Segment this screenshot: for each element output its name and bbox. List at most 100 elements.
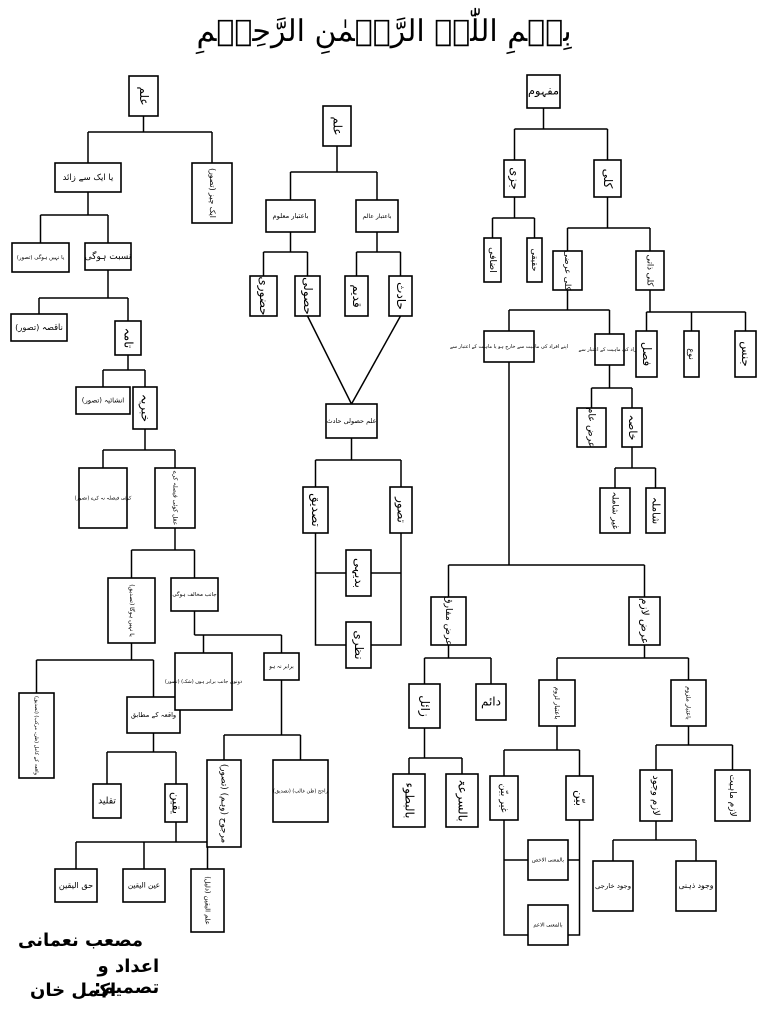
node-label: انشائیہ (تصور) <box>82 397 125 405</box>
node-label: باعتبار لزوم <box>553 687 561 720</box>
node-label: حضوری <box>256 276 271 315</box>
node-jaanib-mukhalif: جانب مخالف ہوگی <box>170 577 219 612</box>
node-label: کلی <box>601 169 615 189</box>
node-label: جزی <box>507 167 522 190</box>
node-label: فصل <box>640 342 654 366</box>
node-marjooh: مرجوح (وہم) (تصور) <box>206 759 242 848</box>
connector-line <box>314 533 346 646</box>
node-box <box>475 683 507 721</box>
node-label: تصدیق <box>308 493 323 526</box>
node-jins: جنس <box>734 330 757 378</box>
node-box <box>593 159 622 198</box>
node-ain-ul-yaqeen: عین الیقین <box>122 868 166 903</box>
node-box <box>489 775 519 821</box>
node-box <box>645 487 666 534</box>
node-label: حق الیقین <box>59 880 93 890</box>
node-label: زائل <box>417 695 432 717</box>
node-label: اپنے افراد کی ماہیت سے خارج ہو یا ماہیت … <box>450 344 568 350</box>
node-label: عرض عام <box>586 407 597 447</box>
node-box <box>355 199 399 233</box>
node-box <box>389 486 413 534</box>
node-box <box>527 839 569 881</box>
connector-line <box>503 820 528 936</box>
node-label: یا نہیں ہوگا (تصدیق) <box>128 584 136 637</box>
node-box <box>122 868 166 903</box>
node-box <box>132 386 158 430</box>
node-label: راجح (ظن غالب) (تصدیق) <box>273 789 329 795</box>
node-nisbat: نسبت ہوگی <box>84 242 132 271</box>
node-label: واقعہ کے مطابق <box>131 711 176 719</box>
node-kulli: کلی <box>593 159 622 198</box>
node-apne-fard: اپنے افراد کی ماہیت سے خارج ہو یا ماہیت … <box>450 330 568 363</box>
node-label: غیر شاملہ <box>610 492 620 530</box>
node-label: نوع <box>687 348 697 360</box>
node-box <box>345 549 372 597</box>
node-tasdeeq: تصدیق <box>302 486 329 534</box>
node-label: دونوں جانب برابر ہوں (شک) (تصور) <box>165 679 242 685</box>
node-bil-sura: بالسرعۃ <box>445 773 479 828</box>
node-box <box>54 162 122 193</box>
node-box <box>249 275 278 317</box>
node-label: بالمعنی الاخص <box>532 858 565 864</box>
node-label: یا نہیں ہوگی (تصور) <box>17 254 65 261</box>
node-box <box>445 773 479 828</box>
node-box <box>114 320 142 356</box>
node-box <box>576 407 607 448</box>
node-zail: زائل <box>408 683 441 729</box>
node-inshaiya: انشائیہ (تصور) <box>75 386 131 415</box>
node-box <box>392 773 426 828</box>
node-box <box>345 621 372 669</box>
node-arz-lazim: عرض لازم <box>628 596 661 646</box>
node-label: علم <box>137 86 151 105</box>
node-label: نظری <box>351 630 366 659</box>
node-box <box>483 237 502 283</box>
node-bil-mana-akhass: بالمعنی الاخص <box>527 839 569 881</box>
node-box <box>408 683 441 729</box>
node-box <box>75 386 131 415</box>
node-box <box>294 275 321 317</box>
node-waqia-mutabiq: واقعہ کے مطابق <box>126 696 181 734</box>
node-box <box>11 242 70 273</box>
node-haqeeqi: حقیقی <box>526 237 543 283</box>
node-label: کلی ذاتی <box>646 255 656 287</box>
node-koi-faisla: کوئی فیصلہ نہ کرے (تصور) <box>75 467 132 529</box>
node-taqleed: تقلید <box>92 783 122 819</box>
node-aik-cheez: ایک چیز (تصور) <box>191 162 233 224</box>
node-wujood-zehni: وجود ذہنی <box>675 860 717 912</box>
node-yaqeen-nahi: یا نہیں ہوگا (تصدیق) <box>107 577 156 644</box>
node-label: کلی عرضی <box>563 250 573 290</box>
node-label: واقعہ کے کامل (ظن، مرکب) (تصدیق) <box>33 696 39 776</box>
node-ba-maloom: باعتبار معلوم <box>265 199 316 233</box>
node-arz-mufariq: عرض مفارق <box>430 596 467 646</box>
node-rajih: راجح (ظن غالب) (تصدیق) <box>272 759 329 823</box>
node-bil-butu: بالبطوء <box>392 773 426 828</box>
node-box <box>503 159 526 198</box>
node-label: خبریہ <box>138 394 153 422</box>
node-label: کوئی فیصلہ نہ کرے (تصور) <box>75 496 132 502</box>
node-label: عرض مفارق <box>443 596 454 646</box>
node-label: عرض لازم <box>639 598 651 644</box>
node-box <box>206 759 242 848</box>
node-box <box>126 696 181 734</box>
node-label: باعتبار ملزوم <box>685 686 692 720</box>
node-aql-faisla: عقل کوئی فیصلہ کرے <box>154 467 196 529</box>
node-label: لازم ماہیت <box>727 774 737 816</box>
node-haadis: حادث <box>388 275 413 317</box>
node-box <box>170 577 219 612</box>
node-huzoori: حضوری <box>249 275 278 317</box>
node-fasl: فصل <box>635 330 658 378</box>
node-ba-malzoom: باعتبار ملزوم <box>670 679 707 727</box>
node-box <box>594 333 625 366</box>
node-ilm-c: علم <box>322 105 352 147</box>
node-barabar-na-ho: برابر نہ ہو <box>263 652 300 681</box>
node-box <box>344 275 369 317</box>
node-ghair-shamila: غیر شاملہ <box>599 487 631 534</box>
node-kulli-zaati: کلی ذاتی <box>635 250 665 291</box>
node-box <box>107 577 156 644</box>
node-qadeem: قدیم <box>344 275 369 317</box>
node-label: قدیم <box>350 284 364 307</box>
node-label: نسبت ہوگی <box>85 250 132 262</box>
node-label: تامہ <box>122 328 136 348</box>
node-label: ایک چیز (تصور) <box>208 168 217 218</box>
